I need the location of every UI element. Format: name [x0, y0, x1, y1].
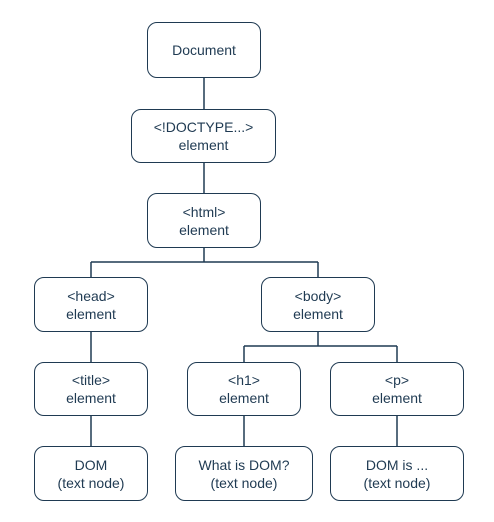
node-document: Document: [147, 22, 261, 78]
node-html-label: <html>: [182, 203, 226, 220]
node-p: <p> element: [330, 362, 464, 416]
node-doctype-kind: element: [178, 137, 229, 153]
node-h1-kind: element: [219, 390, 269, 406]
node-p-kind: element: [372, 390, 422, 406]
node-title-text-value: DOM: [74, 456, 108, 473]
node-title-text-kind: (text node): [57, 474, 125, 491]
node-doctype-label: <!DOCTYPE...>: [153, 119, 254, 135]
node-p-text-kind: (text node): [363, 474, 431, 491]
node-html: <html> element: [147, 193, 261, 248]
node-body: <body> element: [261, 277, 375, 332]
node-p-text-value: DOM is ...: [365, 456, 429, 473]
node-h1: <h1> element: [187, 362, 301, 416]
node-title: <title> element: [34, 362, 148, 416]
node-h1-text: What is DOM? (text node): [175, 446, 313, 501]
node-body-kind: element: [293, 305, 343, 322]
node-title-kind: element: [66, 390, 116, 406]
node-head-label: <head>: [67, 287, 115, 304]
node-title-text: DOM (text node): [34, 446, 148, 501]
node-doctype: <!DOCTYPE...> element: [131, 109, 276, 163]
node-h1-text-value: What is DOM?: [198, 456, 290, 473]
node-html-kind: element: [179, 221, 229, 238]
node-h1-label: <h1>: [228, 372, 260, 388]
node-head: <head> element: [34, 277, 148, 332]
node-p-label: <p>: [384, 372, 410, 388]
node-title-label: <title>: [71, 372, 111, 388]
node-body-label: <body>: [294, 287, 342, 304]
node-document-label: Document: [172, 42, 236, 58]
node-h1-text-kind: (text node): [210, 474, 278, 491]
node-head-kind: element: [66, 305, 116, 322]
node-p-text: DOM is ... (text node): [330, 446, 464, 501]
